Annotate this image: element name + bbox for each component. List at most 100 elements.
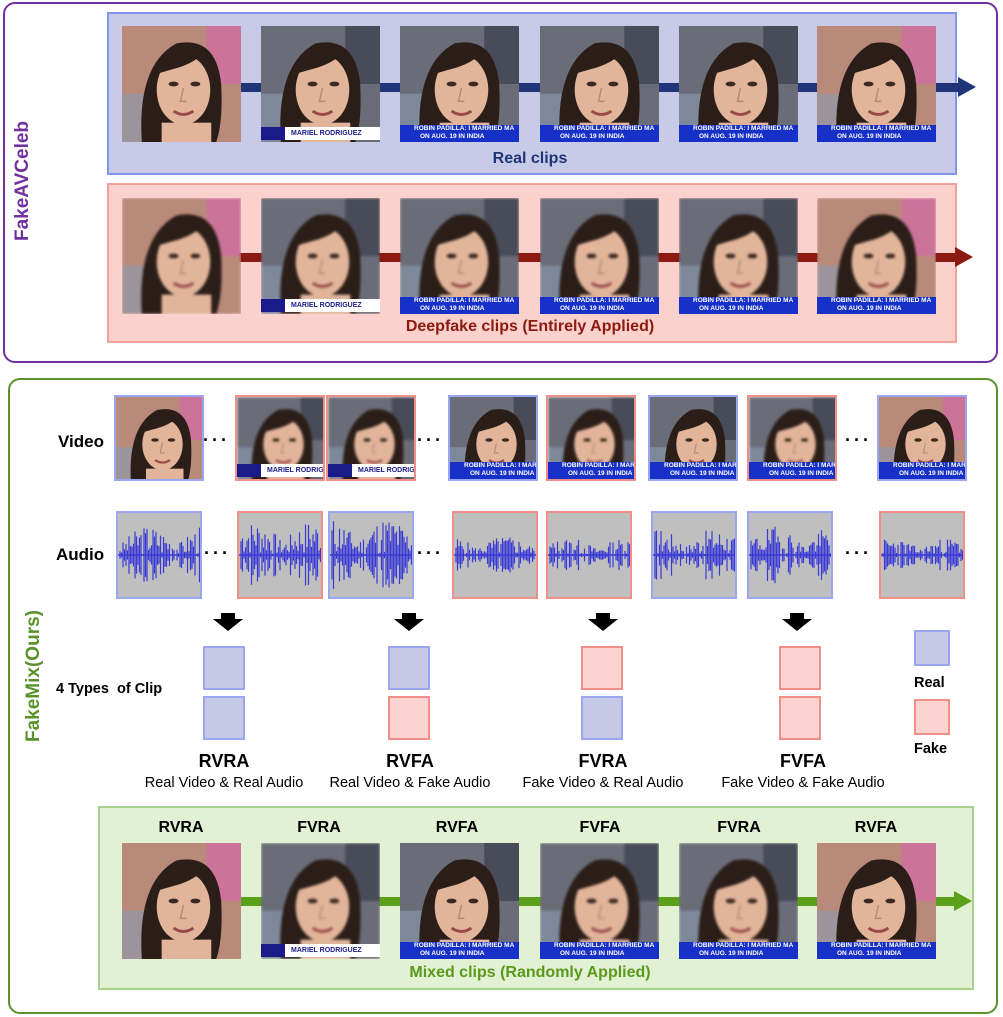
mixed-label: FVFA — [579, 819, 621, 836]
real-clip-frame: MARIEL RODRIGUEZ — [261, 26, 380, 142]
type-desc-rvra: Real Video & Real Audio — [144, 775, 304, 791]
type-code-fvfa: FVFA — [779, 751, 826, 771]
types-of-clip-label: 4 Types of Clip — [56, 681, 163, 697]
rvra-audio-swatch — [203, 696, 245, 740]
mixed-clip-frame: MARIEL RODRIGUEZ — [261, 843, 380, 959]
rvfa-audio-swatch — [388, 696, 430, 740]
deepfake-clip-frame — [122, 198, 241, 314]
ellipsis: ··· — [845, 430, 872, 450]
legend-real-swatch — [914, 630, 950, 666]
type-code-fvra: FVRA — [578, 751, 628, 771]
rvra-video-swatch — [203, 646, 245, 690]
audio-waveform — [452, 511, 538, 599]
real-clip-frame — [122, 26, 241, 142]
fvra-video-swatch — [581, 646, 623, 690]
type-code-rvra: RVRA — [198, 751, 250, 771]
audio-waveform — [116, 511, 202, 599]
audio-waveform — [651, 511, 737, 599]
legend-fake-label: Fake — [914, 741, 948, 757]
down-arrow-icon — [782, 613, 812, 631]
rvfa-video-swatch — [388, 646, 430, 690]
mixed-label: FVRA — [717, 819, 761, 836]
mixed-clips-caption: Mixed clips (Randomly Applied) — [409, 964, 651, 981]
audio-waveform — [747, 511, 833, 599]
real-clips-caption: Real clips — [492, 150, 568, 167]
mixed-label: RVRA — [158, 819, 204, 836]
fvfa-audio-swatch — [779, 696, 821, 740]
fakeavceleb-panel — [3, 2, 998, 363]
name-ticker: MARIEL RODRIGUEZ — [237, 464, 323, 477]
mixed-clips-arrowhead — [954, 891, 972, 911]
name-ticker: MARIEL RODRIGUEZ — [261, 299, 380, 312]
deepfake-clips-caption: Deepfake clips (Entirely Applied) — [405, 318, 655, 335]
legend-real-label: Real — [914, 675, 945, 691]
deepfake-clip-frame: MARIEL RODRIGUEZ — [261, 198, 380, 314]
mixed-label: FVRA — [297, 819, 341, 836]
type-code-rvfa: RVFA — [386, 751, 434, 771]
legend-fake-swatch — [914, 699, 950, 735]
audio-waveform — [328, 511, 414, 599]
fakeavceleb-title: FakeAVCeleb — [12, 120, 33, 241]
fakemix-video-frame: MARIEL RODRIGUEZ — [235, 395, 325, 481]
deepfake-clips-arrowhead — [955, 247, 973, 267]
name-ticker: MARIEL RODRIGUEZ — [328, 464, 414, 477]
type-desc-rvfa: Real Video & Fake Audio — [329, 775, 491, 791]
down-arrow-icon — [213, 613, 243, 631]
real-clips-arrowhead — [958, 77, 976, 97]
name-ticker: MARIEL RODRIGUEZ — [261, 944, 380, 957]
audio-row-label: Audio — [56, 545, 105, 564]
type-desc-fvfa: Fake Video & Fake Audio — [721, 775, 885, 791]
ellipsis: ··· — [417, 543, 444, 563]
mixed-clip-frame — [122, 843, 241, 959]
video-row-label: Video — [58, 432, 104, 451]
ellipsis: ··· — [845, 543, 872, 563]
ellipsis: ··· — [417, 430, 444, 450]
down-arrow-icon — [588, 613, 618, 631]
fakemix-video-frame — [114, 395, 204, 481]
fakemix-panel — [8, 378, 998, 1014]
fakemix-title: FakeMix(Ours) — [23, 610, 44, 742]
ellipsis: ··· — [204, 543, 231, 563]
mixed-label: RVFA — [435, 819, 479, 836]
down-arrow-icon — [394, 613, 424, 631]
deepfake-clips-box — [107, 183, 957, 343]
real-clips-box — [107, 12, 957, 175]
audio-waveform — [879, 511, 965, 599]
ellipsis: ··· — [203, 430, 230, 450]
audio-waveform — [546, 511, 632, 599]
mixed-label: RVFA — [854, 819, 898, 836]
name-ticker: MARIEL RODRIGUEZ — [261, 127, 380, 140]
